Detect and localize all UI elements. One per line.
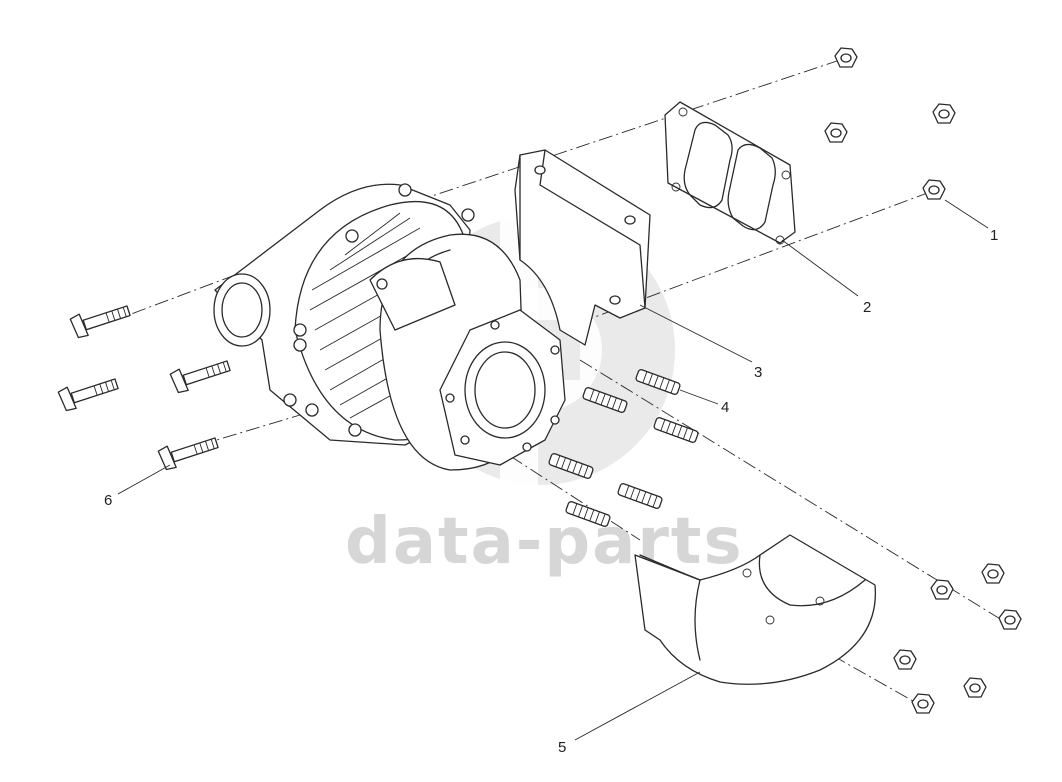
part-6-bolts	[57, 305, 231, 471]
callout-3: 3	[754, 364, 762, 381]
part-4-studs	[548, 369, 699, 527]
leader-lines	[117, 199, 989, 741]
watermark-text: data-parts	[345, 505, 744, 579]
turbine-housing	[369, 233, 566, 471]
hex-nuts	[824, 47, 1022, 714]
callout-2: 2	[863, 299, 871, 316]
callout-4: 4	[721, 399, 729, 416]
part-2-gasket	[664, 101, 796, 245]
callout-6: 6	[104, 492, 112, 509]
callout-labels: 1 2 3 4 5 6	[104, 227, 998, 756]
part-3-exhaust-elbow	[514, 149, 651, 346]
callout-1: 1	[990, 227, 998, 244]
callout-5: 5	[558, 739, 566, 756]
part-5-heat-shield	[634, 534, 877, 685]
